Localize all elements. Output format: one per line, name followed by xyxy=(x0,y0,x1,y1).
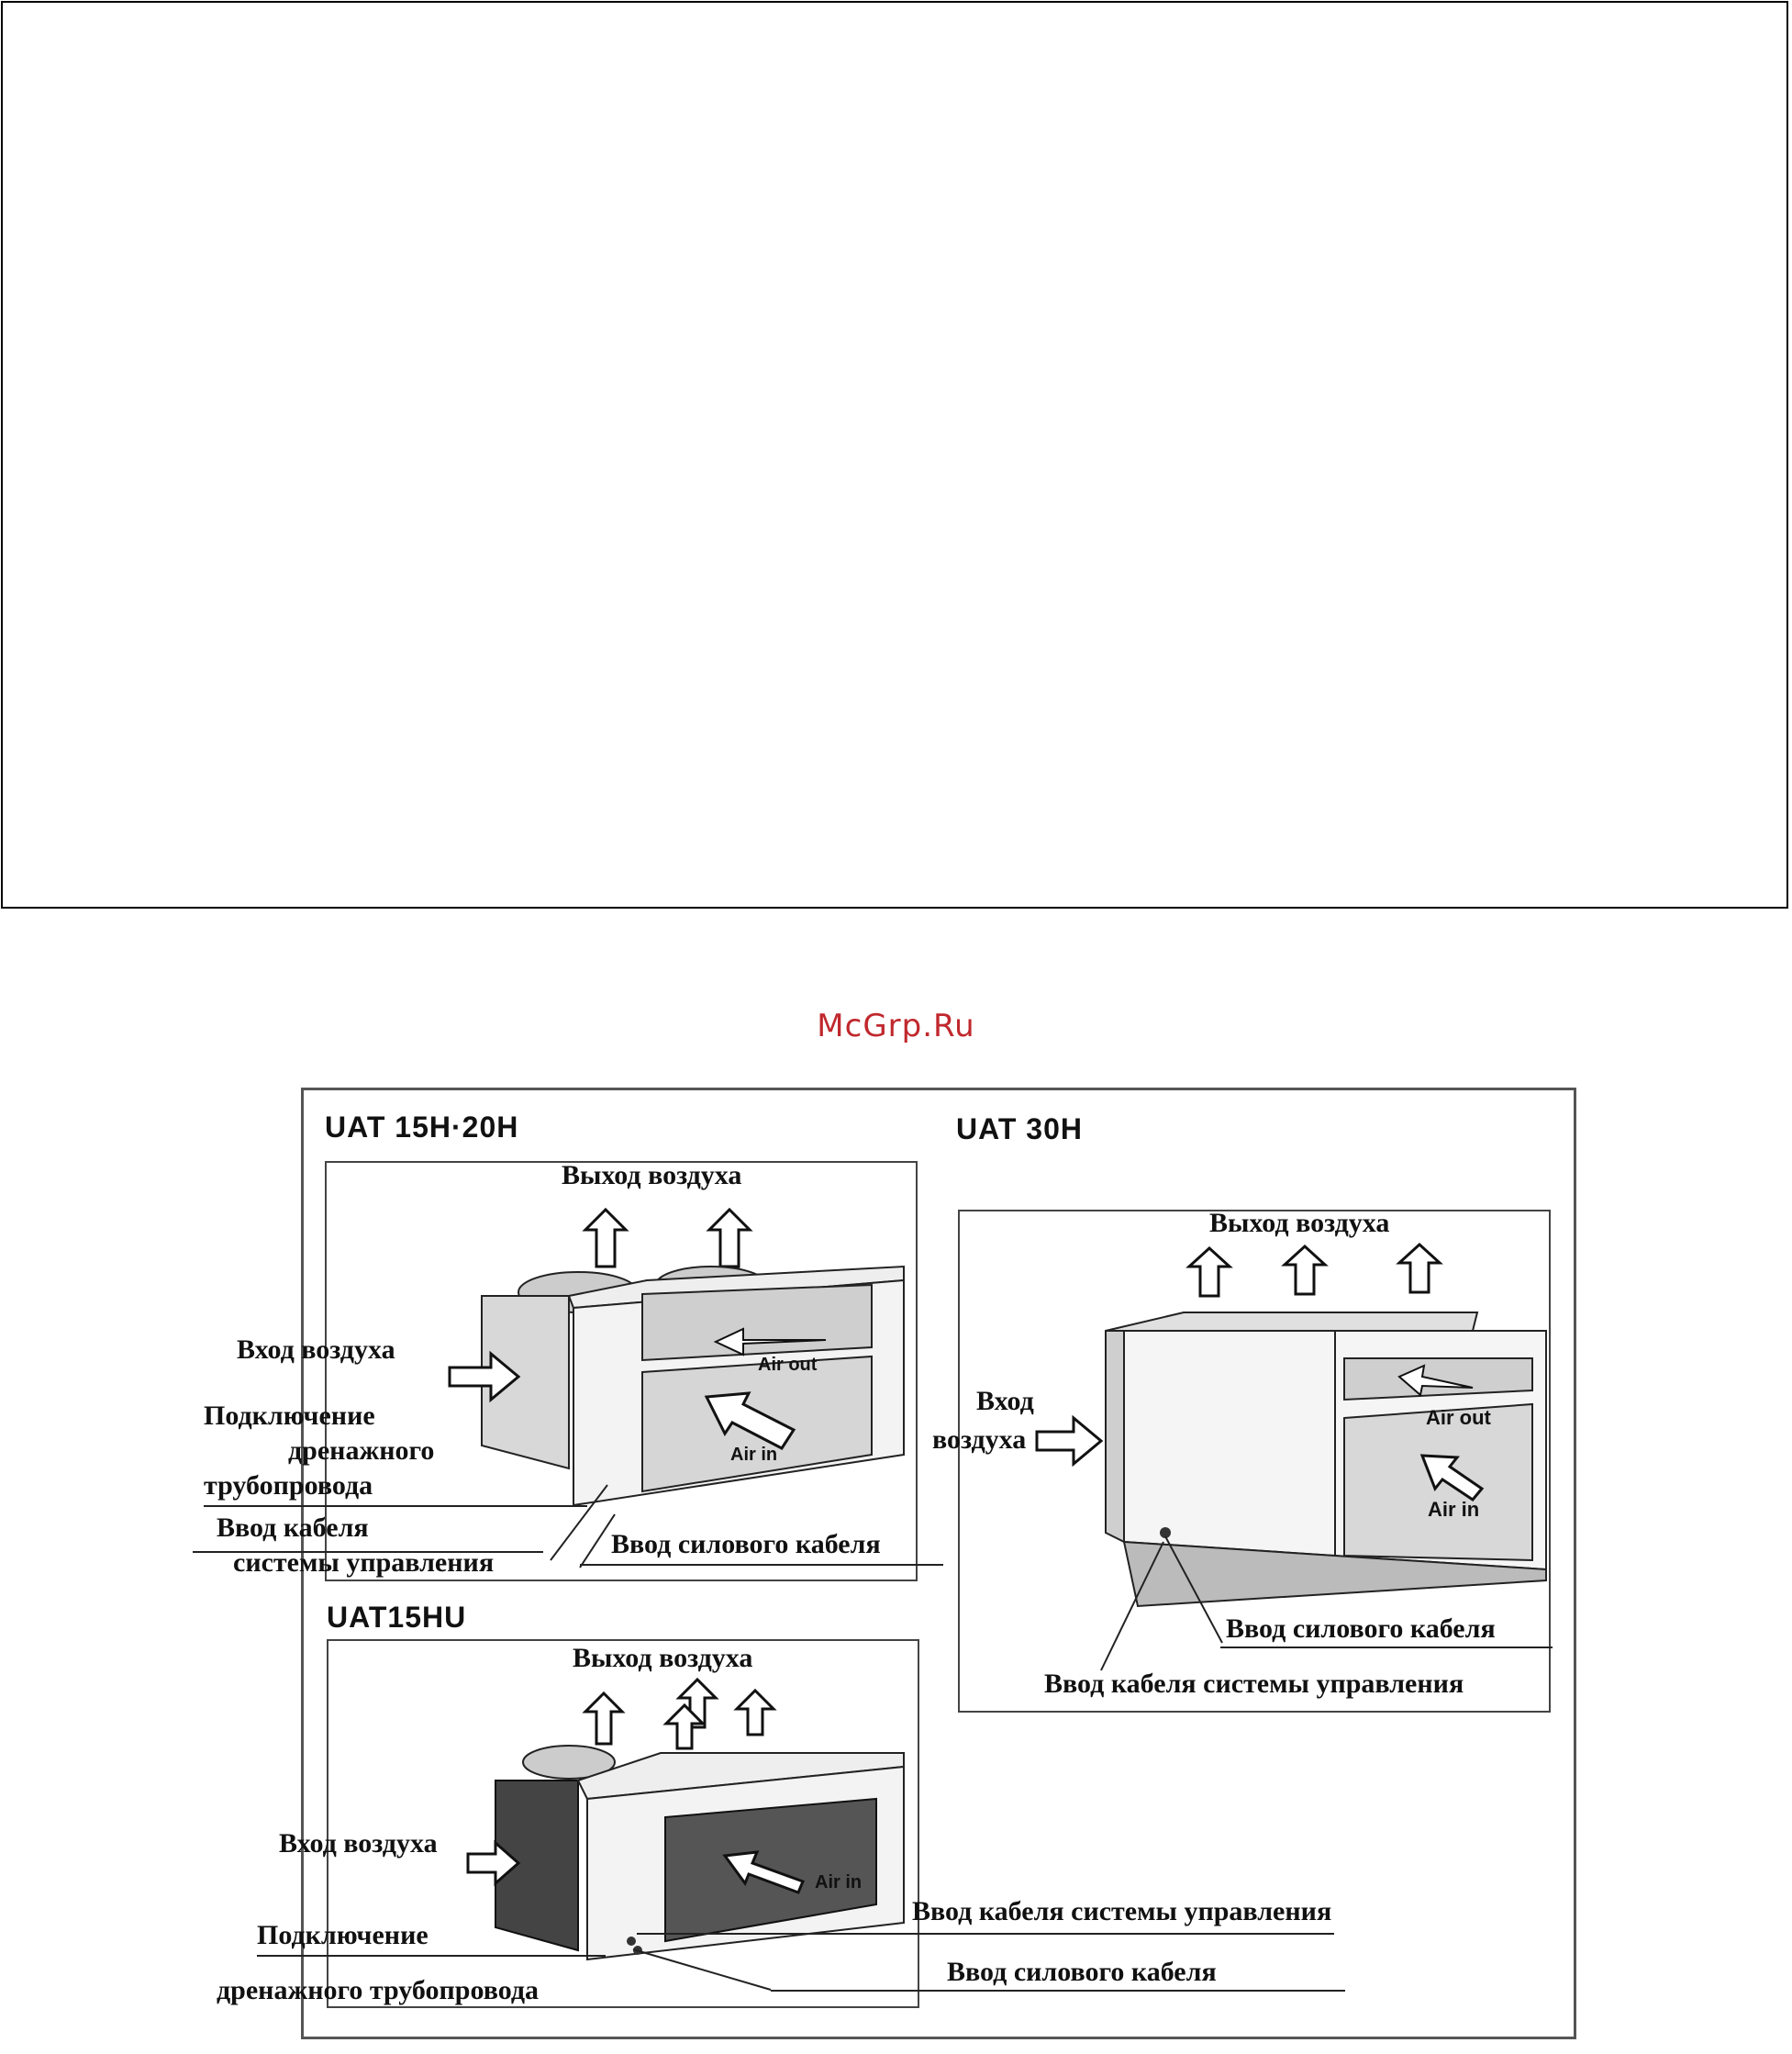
uat15hu-power-label: Ввод силового кабеля xyxy=(947,1957,1217,1987)
uat30-leader-lines xyxy=(1100,1535,1223,1671)
uat30-air-in-label-1: Вход xyxy=(976,1386,1034,1416)
uat15hu-leader-lines xyxy=(632,1948,772,1991)
uat15hu-air-in-label: Вход воздуха xyxy=(279,1828,438,1859)
uat30-power-rule xyxy=(1220,1647,1553,1648)
uat30-ctrl-label: Ввод кабеля системы управления xyxy=(1044,1669,1464,1699)
model-uat15-20: UAT 15H·20H xyxy=(325,1111,519,1144)
model-uat15hu: UAT15HU xyxy=(327,1601,467,1634)
uat15hu-drain-label-2: дренажного трубопровода xyxy=(217,1975,540,2005)
uat15hu-ctrl-rule xyxy=(637,1933,1334,1935)
uat15hu-ctrl-label: Ввод кабеля системы управления xyxy=(912,1896,1332,1926)
uat15-20-drain-label-2: дренажного xyxy=(288,1435,435,1466)
uat15-20-air-in-label: Вход воздуха xyxy=(237,1334,395,1365)
uat15-20-panel xyxy=(325,1161,918,1581)
uat30-air-in-panel-text: Air in xyxy=(1428,1498,1480,1521)
uat30-air-out-panel-text: Air out xyxy=(1426,1406,1491,1429)
uat15hu-panel xyxy=(327,1639,919,2008)
uat15-20-drain-label-3: трубопровода xyxy=(204,1470,373,1501)
uat15hu-air-out-label: Выход воздуха xyxy=(573,1643,753,1673)
uat15-20-illustration xyxy=(448,1207,905,1507)
uat15-20-ctrl-rule xyxy=(193,1551,543,1553)
uat15-20-power-label: Ввод силового кабеля xyxy=(611,1529,881,1559)
uat15-20-air-out-panel-text: Air out xyxy=(758,1355,818,1375)
uat15hu-illustration xyxy=(466,1677,905,1961)
uat15hu-drain-rule xyxy=(257,1955,606,1957)
uat15-20-drain-rule xyxy=(204,1505,587,1507)
uat30-power-label: Ввод силового кабеля xyxy=(1226,1613,1496,1644)
uat15hu-drain-label-1: Подключение xyxy=(257,1920,429,1950)
top-blank-frame xyxy=(1,1,1788,909)
uat30-illustration xyxy=(1035,1242,1547,1608)
uat30-air-in-label-2: воздуха xyxy=(932,1424,1027,1455)
uat15-20-leader-lines xyxy=(550,1484,616,1568)
uat30-panel xyxy=(958,1210,1551,1713)
figure-frame xyxy=(301,1088,1576,2039)
uat15hu-power-rule xyxy=(771,1990,1345,1992)
uat15-20-ctrl-label-1: Ввод кабеля xyxy=(217,1513,369,1543)
uat15-20-air-out-label: Выход воздуха xyxy=(562,1160,742,1190)
uat15hu-air-in-panel-text: Air in xyxy=(815,1872,863,1892)
uat15-20-power-rule xyxy=(580,1564,943,1566)
uat15-20-air-in-panel-text: Air in xyxy=(730,1445,778,1465)
uat30-air-out-label: Выход воздуха xyxy=(1209,1208,1390,1238)
uat15-20-drain-label-1: Подключение xyxy=(204,1401,375,1431)
model-uat30: UAT 30H xyxy=(956,1112,1083,1145)
watermark: McGrp.Ru xyxy=(817,1008,975,1044)
